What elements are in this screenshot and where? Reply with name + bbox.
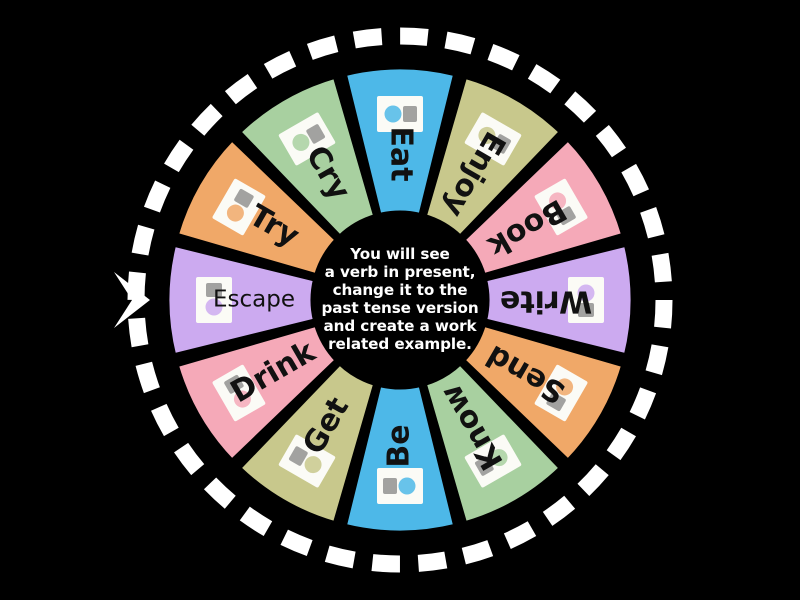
segment-icon-art (475, 449, 508, 476)
segment-icon-art (292, 124, 325, 151)
segment-icon-art (384, 105, 417, 123)
wheel-hub (316, 216, 484, 384)
segment-icon-art (224, 375, 251, 408)
outer-dashed-ring (127, 27, 673, 573)
wheel-segment[interactable]: Eat (341, 64, 459, 219)
segment-icon-art (289, 446, 322, 474)
segment-wedge[interactable] (341, 381, 459, 536)
chevron-right-icon (114, 272, 150, 328)
wheel-segment[interactable]: Know (421, 360, 564, 527)
outer-ring-dashes (127, 27, 673, 573)
segment-icon-art (226, 189, 254, 222)
wheel-segment[interactable]: Get (236, 360, 379, 527)
segment-icon-art (478, 126, 511, 154)
segment-label: Write (500, 284, 592, 319)
wheel-segment[interactable]: Try (173, 136, 340, 279)
segment-icon-art (577, 284, 595, 317)
wheel-segment[interactable]: Escape (164, 241, 319, 359)
segment-icon-art (546, 378, 574, 411)
segment-label: Be (382, 424, 417, 467)
wheel-segment[interactable]: Cry (236, 73, 379, 240)
segment-wedge[interactable] (164, 241, 319, 359)
segment-icon-art (549, 192, 576, 225)
segment-label: Escape (213, 287, 295, 313)
segment-wedge[interactable] (481, 241, 636, 359)
segment-icon-art (383, 477, 416, 495)
segment-wedge[interactable] (341, 64, 459, 219)
wheel-pointer (114, 272, 150, 328)
wheel-segment[interactable]: Be (341, 381, 459, 536)
wheel-segment[interactable]: Write (481, 241, 636, 359)
segment-label: Eat (384, 126, 419, 181)
segment-icon-art (205, 283, 223, 316)
wheel-segment[interactable]: Send (460, 321, 627, 464)
